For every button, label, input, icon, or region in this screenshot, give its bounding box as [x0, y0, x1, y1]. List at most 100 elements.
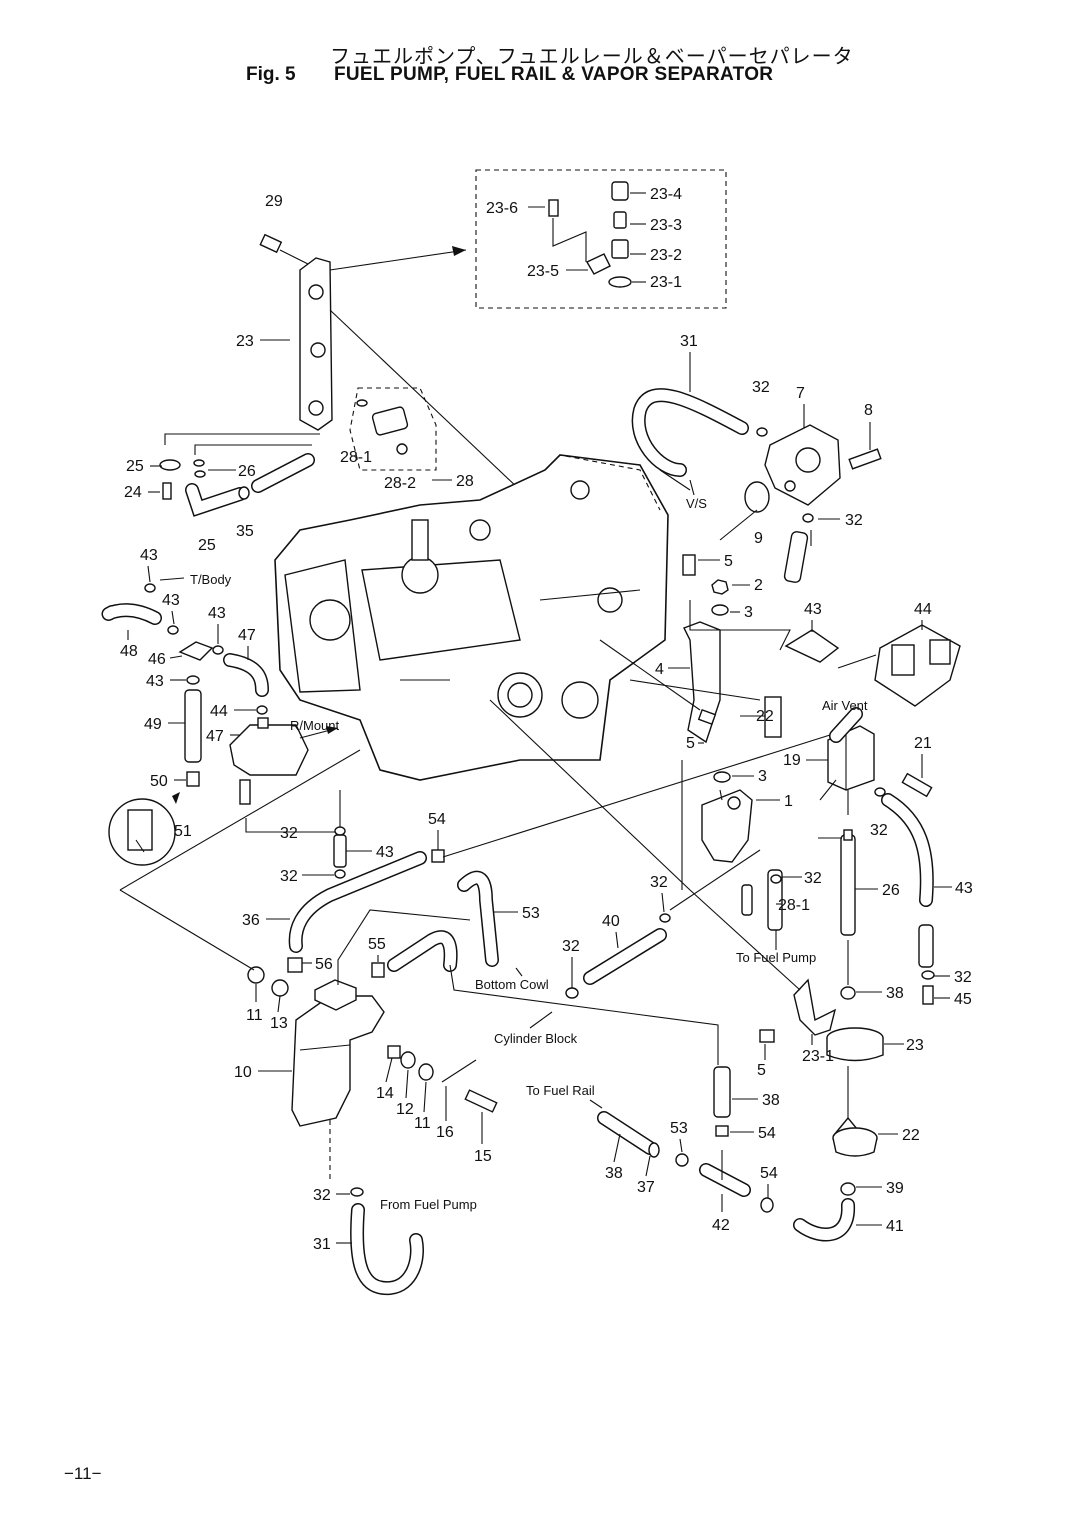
- part-43-clip-a: [144, 583, 156, 593]
- part-53-plug: [186, 771, 200, 787]
- callout: 10: [234, 1064, 252, 1081]
- part-28-2-oring: [396, 443, 408, 455]
- part-5-bolt-c: [759, 1029, 775, 1043]
- part-32-clip-f: [659, 913, 671, 923]
- callout: 15: [474, 1148, 492, 1165]
- note-to-fuel-pump: To Fuel Pump: [736, 950, 816, 965]
- callout: 32: [313, 1187, 331, 1204]
- note-from-fuel-pump: From Fuel Pump: [380, 1197, 477, 1212]
- note-air-vent: Air Vent: [822, 698, 868, 713]
- page-number: −11−: [64, 1464, 102, 1483]
- part-9-bolt: [848, 448, 882, 470]
- callout: 42: [712, 1217, 730, 1234]
- title-japanese: フュエルポンプ、フュエルレール＆ベーパーセパレータ: [330, 44, 854, 68]
- part-16-pin: [441, 1059, 477, 1083]
- callout: 25: [126, 458, 144, 475]
- callout: 23-5: [527, 263, 559, 280]
- part-54-clip-a: [675, 1153, 689, 1167]
- callout: 32: [954, 969, 972, 986]
- part-23-5-clip: [586, 253, 611, 275]
- callout: 1: [784, 793, 793, 810]
- part-43-clip-c: [212, 645, 224, 655]
- part-18-plate: [764, 696, 782, 738]
- part-38-clip-b: [840, 1182, 856, 1196]
- part-23-2-fitting: [611, 239, 629, 259]
- callout: 53: [522, 905, 540, 922]
- callout: 55: [368, 936, 386, 953]
- part-5-bolt-b: [697, 709, 717, 725]
- callout: 44: [210, 703, 228, 720]
- callout: 40: [602, 913, 620, 930]
- part-38-clip: [238, 486, 250, 500]
- note-t-body: T/Body: [190, 572, 232, 587]
- callout: 47: [238, 627, 256, 644]
- callout: 9: [754, 530, 763, 547]
- part-28-1-oring: [356, 399, 368, 407]
- part-43-clip-d: [186, 675, 200, 685]
- part-22-bracket: [793, 978, 837, 1036]
- callout: 37: [637, 1179, 655, 1196]
- callout: 14: [376, 1085, 394, 1102]
- part-8-gasket: [744, 481, 770, 513]
- callout: 31: [680, 333, 698, 350]
- callout: 41: [886, 1218, 904, 1235]
- callout: 7: [796, 385, 805, 402]
- callout: 28-1: [340, 449, 372, 466]
- annotation-notes: V/S T/Body R/Mount Air Vent To Fuel Pump…: [159, 479, 868, 1212]
- title-english: FUEL PUMP, FUEL RAIL & VAPOR SEPARATOR: [334, 64, 774, 85]
- callout: 43: [376, 844, 394, 861]
- callout: 23-3: [650, 217, 682, 234]
- part-23-4-cap: [611, 181, 629, 201]
- callout: 23-2: [650, 247, 682, 264]
- part-32-clip-c: [874, 787, 886, 797]
- part-32-clip-j: [350, 1187, 364, 1197]
- part-49-joint: [178, 641, 214, 661]
- part-29-bolt: [259, 233, 283, 254]
- part-23-6-screw: [548, 199, 559, 217]
- callout: 45: [954, 991, 972, 1008]
- callout: 2: [754, 577, 763, 594]
- note-vs: V/S: [686, 496, 707, 511]
- note-bottom-cowl: Bottom Cowl: [475, 977, 549, 992]
- part-54-clip-c: [760, 1197, 774, 1213]
- callout: 11: [246, 1007, 263, 1024]
- part-35-end: [648, 1142, 660, 1158]
- part-4-bracket: [683, 621, 721, 744]
- callout: 11: [414, 1115, 431, 1132]
- callout: 56: [315, 956, 333, 973]
- note-cylinder-block: Cylinder Block: [494, 1031, 578, 1046]
- part-47-cover: [874, 624, 961, 707]
- part-12-grommet: [400, 1051, 416, 1069]
- part-1-fuel-filter: [701, 789, 753, 863]
- callout: 22: [902, 1127, 920, 1144]
- callout: 38: [762, 1092, 780, 1109]
- part-3-washer-a: [711, 604, 729, 616]
- callout: 44: [914, 601, 932, 618]
- callout: 43: [208, 605, 226, 622]
- callout: 5: [724, 553, 733, 570]
- callout: 49: [144, 716, 162, 733]
- callout: 8: [864, 402, 873, 419]
- callout: 39: [886, 1180, 904, 1197]
- callout: 13: [270, 1015, 288, 1032]
- part-19-bolt: [901, 772, 933, 798]
- part-42-hose: [333, 834, 347, 868]
- callout: 54: [428, 811, 446, 828]
- inset-pointer-arrow: [329, 249, 467, 271]
- callout: 32: [650, 874, 668, 891]
- part-13-grommet: [271, 979, 289, 997]
- callout: 32: [280, 825, 298, 842]
- part-32-clip-i: [334, 869, 346, 879]
- callout: 51: [174, 823, 192, 840]
- callout: 32: [562, 938, 580, 955]
- part-43-clip-b: [167, 625, 179, 635]
- callout: 24: [124, 484, 142, 501]
- callout: 46: [148, 651, 166, 668]
- callout: 32: [845, 512, 863, 529]
- callout: 21: [914, 735, 932, 752]
- inset-arrowhead: [452, 246, 466, 256]
- callout: 16: [436, 1124, 454, 1141]
- part-10-vapor-separator: [291, 995, 385, 1127]
- callout: 26: [882, 882, 900, 899]
